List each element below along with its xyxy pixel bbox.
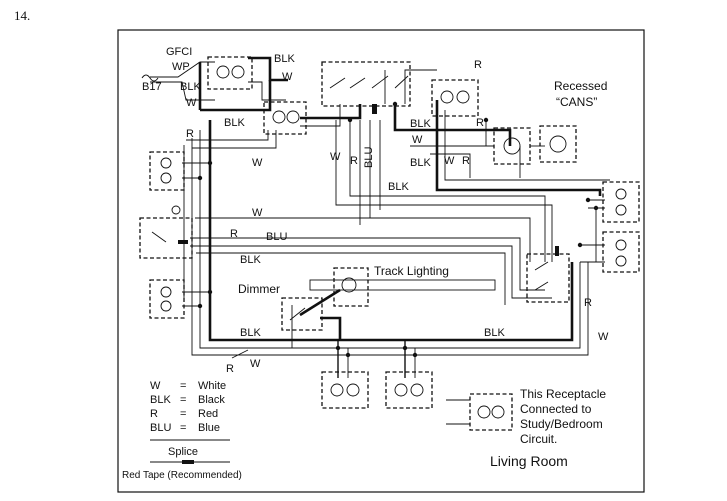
note-line-4: Circuit. <box>520 432 557 446</box>
label-b17: B17 <box>142 81 162 93</box>
label-blu-vertical: BLU <box>363 147 375 168</box>
label-blk-mid: BLK <box>410 157 431 169</box>
label-r-top-right: R <box>474 59 482 71</box>
label-blk-bottom-right: BLK <box>484 327 505 339</box>
legend-meaning-1: White <box>198 380 226 392</box>
legend-meaning-2: Black <box>198 394 225 406</box>
note-line-2: Connected to <box>520 402 592 416</box>
legend-red-tape: Red Tape (Recommended) <box>122 470 242 481</box>
receptacle-top-left <box>263 101 307 135</box>
label-r-center: R <box>230 228 238 240</box>
label-w-vertical: W <box>330 151 341 163</box>
label-w-top: W <box>282 71 293 83</box>
label-r-right: R <box>584 297 592 309</box>
label-r-mid: R <box>462 155 470 167</box>
receptacle-left-upper <box>149 151 185 191</box>
receptacle-study-bedroom <box>446 393 513 431</box>
legend-eq-1: = <box>180 380 186 392</box>
legend-meaning-4: Blue <box>198 422 220 434</box>
label-w-right: W <box>598 331 609 343</box>
label-r-upper-left: R <box>186 128 194 140</box>
label-cans: “CANS” <box>556 95 597 109</box>
note-line-1: This Receptacle <box>520 387 606 401</box>
room-title: Living Room <box>490 453 568 469</box>
receptacle-right-upper <box>602 181 640 223</box>
legend-meaning-3: Red <box>198 408 218 420</box>
wp-plug-symbol <box>141 74 159 82</box>
diagram-frame <box>117 29 645 493</box>
note-line-3: Study/Bedroom <box>520 417 603 431</box>
legend-eq-2: = <box>180 394 186 406</box>
label-wp: WP <box>172 61 190 73</box>
label-blk-bottom-left: BLK <box>240 327 261 339</box>
label-r-cans: R <box>476 117 484 129</box>
switch-box-right <box>526 253 570 303</box>
recessed-can-2 <box>539 125 577 163</box>
label-blu-center: BLU <box>266 231 287 243</box>
label-w-bottom: W <box>250 358 261 370</box>
receptacle-top-center <box>431 79 479 117</box>
dimmer-switch-box <box>281 297 323 331</box>
label-blk-gfci: BLK <box>180 81 201 93</box>
label-w-cans: W <box>412 134 423 146</box>
legend-abbr-4: BLU <box>150 422 171 434</box>
label-r-bottom: R <box>226 363 234 375</box>
wire-runs <box>150 56 610 378</box>
label-w-mid: W <box>444 155 455 167</box>
problem-number: 14. <box>14 8 31 23</box>
label-blk-top: BLK <box>274 53 295 65</box>
gfci-receptacle <box>207 56 253 90</box>
label-blk-upper-left: BLK <box>224 117 245 129</box>
receptacle-right-lower <box>602 231 640 273</box>
legend-eq-3: = <box>180 408 186 420</box>
label-blk-center: BLK <box>388 181 409 193</box>
label-w-upper-left: W <box>252 157 263 169</box>
label-w-gfci: W <box>186 97 197 109</box>
red-tape-marks <box>178 104 559 256</box>
legend-eq-4: = <box>180 422 186 434</box>
receptacle-bottom-1 <box>321 371 369 409</box>
receptacle-left-lower <box>149 279 185 319</box>
label-blk-lower: BLK <box>240 254 261 266</box>
note-study-bedroom: This Receptacle Connected to Study/Bedro… <box>520 387 606 446</box>
legend-abbr-3: R <box>150 408 158 420</box>
label-recessed: Recessed <box>554 79 607 93</box>
label-r-vertical: R <box>350 155 358 167</box>
legend: W = White BLK = Black R = Red BLU = Blue… <box>122 380 242 481</box>
receptacle-bottom-2 <box>385 371 433 409</box>
label-blk-cans: BLK <box>410 118 431 130</box>
label-w-center: W <box>252 207 263 219</box>
switch-box-top <box>321 61 411 107</box>
legend-splice: Splice <box>168 446 198 458</box>
legend-abbr-2: BLK <box>150 394 171 406</box>
label-gfci: GFCI <box>166 46 192 58</box>
switch-left <box>139 205 193 259</box>
splice-dots <box>197 101 599 358</box>
label-track-lighting: Track Lighting <box>374 264 449 278</box>
recessed-can-1 <box>493 127 531 165</box>
label-dimmer: Dimmer <box>238 282 280 296</box>
legend-abbr-1: W <box>150 380 161 392</box>
track-lighting-box <box>333 267 369 307</box>
